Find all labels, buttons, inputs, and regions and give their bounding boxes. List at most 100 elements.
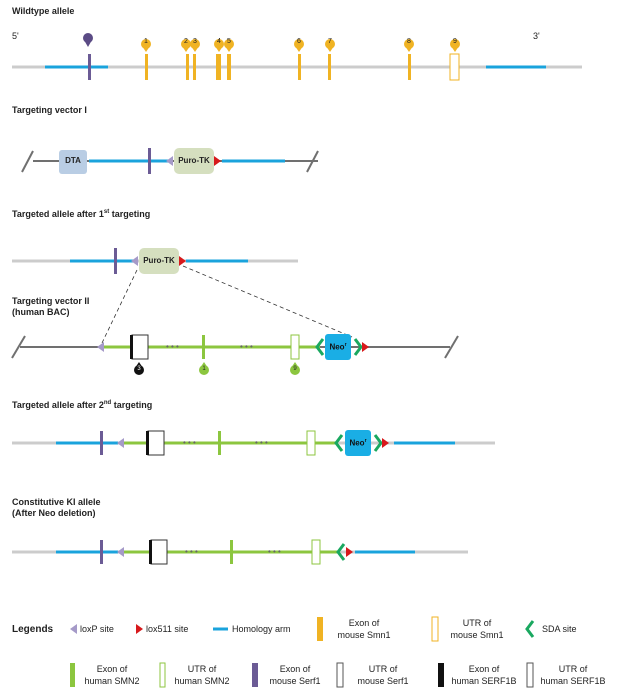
ki-smn2-utr: [311, 539, 321, 565]
wt-exon-5: [227, 54, 231, 80]
v2-sda-left: [315, 338, 325, 356]
wt-exon-4: [216, 54, 221, 80]
vector1: [21, 148, 319, 174]
legend-utr-human-smn2-icon: [159, 662, 166, 688]
v1-loxp: [166, 156, 173, 166]
v2-break-left: [11, 335, 26, 359]
v2-pin-label-3: 3: [137, 366, 141, 372]
t2-neo-label: Neor: [349, 438, 367, 448]
three-prime-label: 3': [533, 31, 540, 41]
t2-sda-left: [334, 434, 344, 452]
legend-homology-label: Homology arm: [232, 624, 291, 634]
t1-puro-box: [139, 248, 179, 274]
t1-lox511: [179, 256, 186, 266]
legend-exon-human-serf1b-icon: [438, 663, 444, 687]
wt-pin-label-1: 1: [144, 38, 148, 45]
v2-lox511: [362, 342, 369, 352]
ki-dots-2: • • •: [268, 547, 281, 556]
v2-pin-9: [290, 362, 300, 375]
v2-smn2-exon: [202, 335, 205, 359]
v2-smn2-utr: [290, 334, 300, 360]
wt-pin-label-4: 4: [217, 38, 221, 45]
legend-exon-mouse-smn1-icon: [317, 617, 323, 641]
vector2-title: Targeting vector II(human BAC): [12, 296, 90, 317]
legend-lox511-label: lox511 site: [146, 624, 189, 634]
ki-smn2-exon: [230, 540, 233, 564]
ki-lox511: [346, 547, 353, 557]
wt-pin-label-6: 6: [297, 38, 301, 45]
legend-symbols: [70, 616, 535, 688]
t2-smn2-utr: [306, 430, 316, 456]
targeted1: [12, 248, 353, 344]
ki-serf1b-utr: [150, 539, 168, 565]
vector1-title: Targeting vector I: [12, 105, 87, 115]
v2-pin-label-1: 1: [202, 366, 206, 372]
v2-dots-1: • • •: [166, 342, 179, 351]
legend-exon-mouse-serf1-icon: [252, 663, 258, 687]
v1-lox511: [214, 156, 221, 166]
v2-sda-right: [353, 338, 363, 356]
wt-serf1-pin: [83, 33, 93, 47]
wt-serf1-exon: [88, 54, 91, 80]
ki-serf1-exon: [100, 540, 103, 564]
v1-serf1-exon: [148, 148, 151, 174]
t2-loxp: [117, 438, 124, 448]
wt-pin-label-9: 9: [453, 38, 457, 45]
t2-dots-1: • • •: [183, 438, 196, 447]
t2-lox511: [382, 438, 389, 448]
legend-sda-icon: [525, 620, 535, 638]
vector2: • • • • • •: [11, 334, 459, 375]
ki-allele: • • • • • •: [12, 539, 468, 565]
t1-dash-left: [101, 269, 138, 344]
targeted2: • • • • • •: [12, 430, 495, 456]
legend-lox511-icon: [136, 624, 143, 634]
wt-pin-label-3: 3: [193, 38, 197, 45]
wt-pin-label-5: 5: [227, 38, 231, 45]
legend-title: Legends: [12, 624, 54, 635]
t1-dash-right: [182, 265, 353, 338]
ki-dots-1: • • •: [185, 547, 198, 556]
wt-exon-8: [408, 54, 411, 80]
v1-break-left: [21, 150, 34, 173]
v1-break-right: [306, 150, 319, 173]
t2-serf1-exon: [100, 431, 103, 455]
v1-puro-box: [174, 148, 214, 174]
wt-utr-9: [449, 53, 460, 81]
wt-exon-6: [298, 54, 301, 80]
t2-serf1b-exon: [146, 431, 149, 455]
wildtype-allele: [12, 33, 582, 81]
ki-loxp: [117, 547, 124, 557]
v2-serf1b-utr: [131, 334, 149, 360]
legend-loxp-label: loxP site: [80, 624, 114, 634]
v2-pin-3: [134, 362, 144, 375]
legend-exon-human-smn2-icon: [70, 663, 75, 687]
wt-exon-1: [145, 54, 148, 80]
v2-pin-1: [199, 362, 209, 375]
t2-serf1b-utr: [147, 430, 165, 456]
t1-puro-label: Puro-TK: [143, 256, 175, 265]
legend-sda-label: SDA site: [542, 624, 577, 634]
legend-utr-mouse-smn1-icon: [431, 616, 439, 642]
t1-loxp: [131, 256, 138, 266]
wt-exon-3: [193, 54, 196, 80]
ki-serf1b-exon: [149, 540, 152, 564]
v2-break-right: [444, 335, 459, 359]
v2-serf1b-exon: [130, 335, 133, 359]
legend-utr-human-serf1b-icon: [526, 662, 534, 688]
wildtype-title: Wildtype allele: [12, 6, 75, 16]
t2-smn2-exon: [218, 431, 221, 455]
v2-dots-2: • • •: [240, 342, 253, 351]
v1-puro-label: Puro-TK: [178, 156, 210, 165]
v2-neo-box: [325, 334, 351, 360]
ki-title: Constitutive KI allele(After Neo deletio…: [12, 497, 101, 518]
t2-sda-right: [373, 434, 383, 452]
